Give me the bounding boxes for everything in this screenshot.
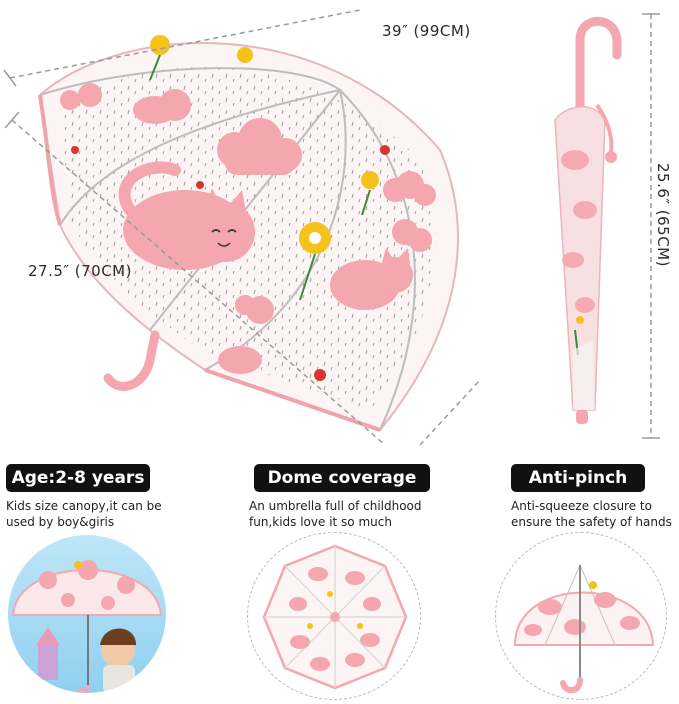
feature-antipinch-frame [495,532,667,700]
feature-dome-description: An umbrella full of childhood fun,kids l… [249,498,469,530]
feature-antipinch-description: Anti-squeeze closure to ensure the safet… [511,498,679,530]
feature-dome-desc-line2: fun,kids love it so much [249,515,392,529]
feature-antipinch-desc-line2: ensure the safety of hands [511,515,672,529]
feature-age-desc-line1: Kids size canopy,it can be [6,499,162,513]
feature-antipinch-desc-line1: Anti-squeeze closure to [511,499,652,513]
closed-dimension-label: 25.6″ (65CM) [654,160,672,270]
feature-dome-top-view [262,544,408,690]
feature-dome-title: Dome coverage [254,464,430,492]
closed-dimension-line [642,13,660,439]
feature-antipinch-umbrella [513,564,655,694]
open-umbrella-illustration [3,9,481,446]
closed-umbrella-illustration [554,16,622,424]
feature-dome-frame [247,532,421,700]
length-dimension-label: 27.5″ (70CM) [28,262,132,280]
feature-age-desc-line2: used by boy&giris [6,515,115,529]
feature-dome-desc-line1: An umbrella full of childhood [249,499,422,513]
feature-age-photo [8,535,166,693]
feature-antipinch-title: Anti-pinch [511,464,645,492]
feature-age-description: Kids size canopy,it can be used by boy&g… [6,498,226,530]
cat-graphic [118,161,255,270]
feature-age-title: Age:2-8 years [6,464,150,492]
width-dimension-label: 39″ (99CM) [382,22,471,40]
